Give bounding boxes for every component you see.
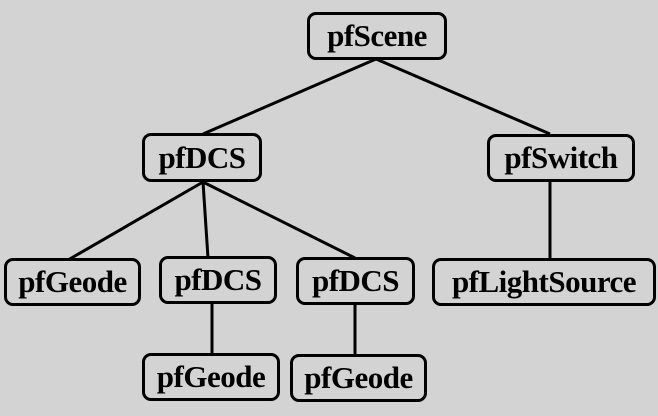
node-pfdcs-c: pfDCS <box>296 257 415 305</box>
node-pflightsource: pfLightSource <box>432 258 656 306</box>
node-pfgeode: pfGeode <box>4 258 141 306</box>
edge-scene-dcs <box>202 57 377 136</box>
node-pfgeode-c: pfGeode <box>290 354 427 402</box>
edge-dcs-geode <box>67 180 204 262</box>
edge-dcs-dcs-b <box>201 181 210 259</box>
node-pfswitch: pfSwitch <box>487 134 635 182</box>
node-pfdcs-root: pfDCS <box>142 133 262 182</box>
edge-scene-switch <box>375 57 551 136</box>
node-pfscene: pfScene <box>307 12 447 60</box>
edge-dcs-dcs-c <box>202 180 356 260</box>
node-pfdcs-b: pfDCS <box>159 256 277 304</box>
node-pfgeode-b: pfGeode <box>142 353 280 401</box>
